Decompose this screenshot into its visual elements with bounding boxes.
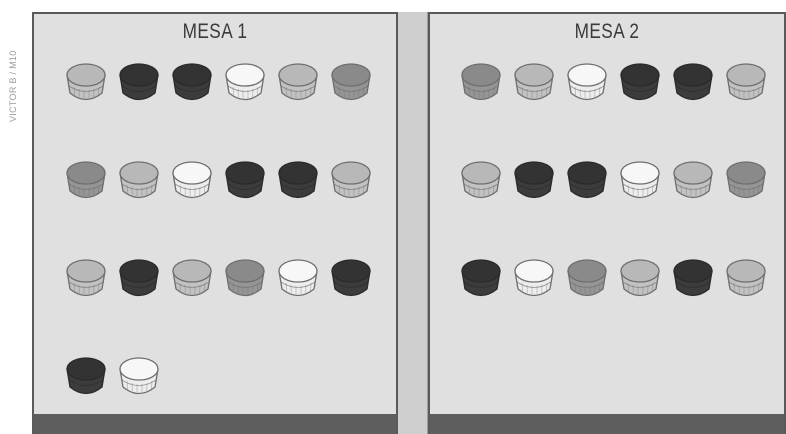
- cup-mid: [64, 158, 108, 202]
- cup-light: [329, 158, 373, 202]
- cup-dark: [565, 158, 609, 202]
- cup-mid: [565, 256, 609, 300]
- table-base: [430, 414, 784, 434]
- cup-light: [64, 60, 108, 104]
- cup-white: [117, 354, 161, 398]
- cup-light: [512, 60, 556, 104]
- cup-dark: [671, 60, 715, 104]
- cup-light: [64, 256, 108, 300]
- cup-white: [223, 60, 267, 104]
- cup-light: [618, 256, 662, 300]
- cup-dark: [459, 256, 503, 300]
- cup-white: [276, 256, 320, 300]
- table-base: [34, 414, 396, 434]
- divider: [398, 12, 428, 434]
- table-title: MESA 2: [462, 20, 752, 44]
- table-mesa-2: MESA 2: [428, 12, 786, 434]
- tables-area: MESA 1 MESA 2: [32, 12, 786, 434]
- cup-light: [117, 158, 161, 202]
- cup-light: [671, 158, 715, 202]
- cup-dark: [329, 256, 373, 300]
- cup-mid: [459, 60, 503, 104]
- cup-mid: [329, 60, 373, 104]
- cup-dark: [170, 60, 214, 104]
- cup-light: [724, 256, 768, 300]
- table-mesa-1: MESA 1: [32, 12, 398, 434]
- cup-dark: [618, 60, 662, 104]
- cup-mid: [223, 256, 267, 300]
- cup-light: [724, 60, 768, 104]
- cup-dark: [671, 256, 715, 300]
- cup-dark: [512, 158, 556, 202]
- side-label: VICTOR B / M10: [8, 10, 22, 122]
- cup-white: [565, 60, 609, 104]
- cup-light: [276, 60, 320, 104]
- cup-dark: [276, 158, 320, 202]
- cup-dark: [117, 256, 161, 300]
- cup-white: [170, 158, 214, 202]
- cup-white: [512, 256, 556, 300]
- table-title: MESA 1: [67, 20, 364, 44]
- cup-dark: [223, 158, 267, 202]
- cup-mid: [724, 158, 768, 202]
- cup-light: [170, 256, 214, 300]
- cup-white: [618, 158, 662, 202]
- cup-dark: [117, 60, 161, 104]
- cup-light: [459, 158, 503, 202]
- cup-dark: [64, 354, 108, 398]
